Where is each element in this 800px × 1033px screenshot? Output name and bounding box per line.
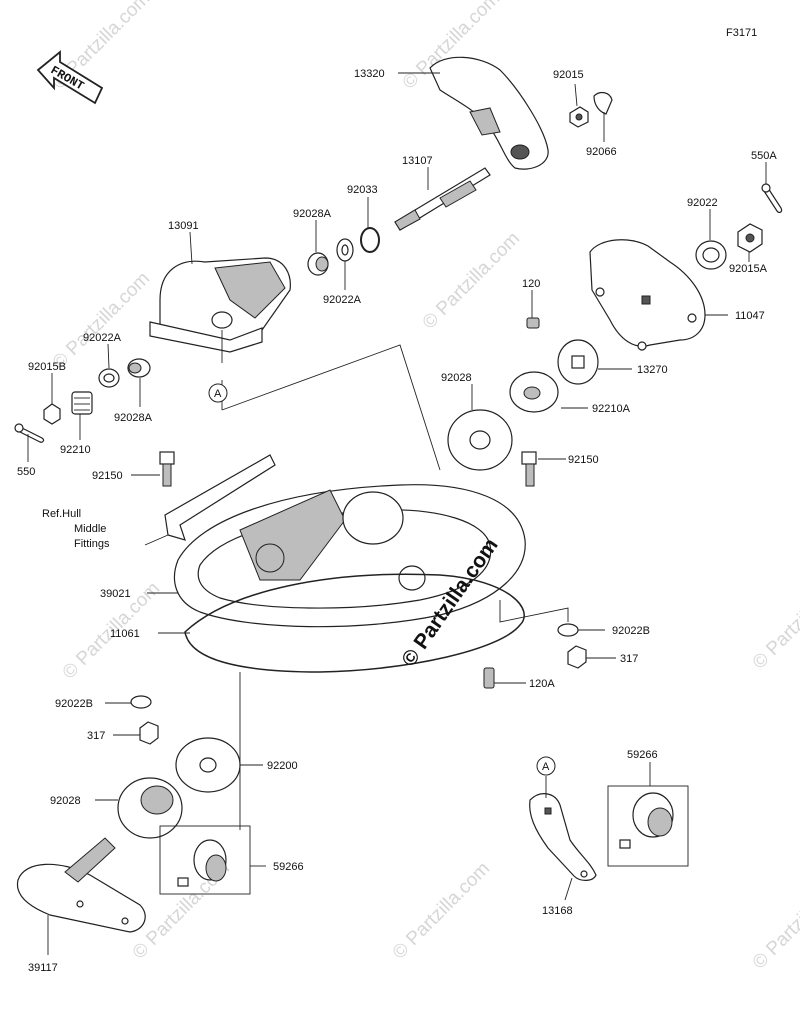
label-550: 550 [17,466,35,478]
part-92028A-bushing-top [307,252,329,276]
part-92200-washer [175,737,241,793]
label-92066: 92066 [586,146,617,158]
label-92028-low: 92028 [50,795,81,807]
part-92028A-bushing-left [127,358,151,378]
part-39021-base-cover [173,484,526,628]
part-92028-bushing-mid [447,409,513,471]
label-92210A: 92210A [592,403,631,415]
part-39117-lever-arm [16,837,146,933]
label-39117: 39117 [28,962,58,974]
label-13091: 13091 [168,220,199,232]
part-317-nut-left [139,721,159,745]
part-11061-gasket [184,573,525,673]
label-92028A-left: 92028A [114,412,153,424]
label-92150-left: 92150 [92,470,123,482]
part-13320-handle-cover [429,56,549,170]
callout-a-right-label: A [542,761,550,773]
watermark-7: © Partzilla.com [389,858,494,963]
part-92210-bolt [71,391,93,415]
part-92022B-washer-left [130,695,152,709]
watermark-9: © Partzilla.com [749,868,800,973]
label-550A: 550A [751,150,777,162]
part-92022A-washer-left [98,368,120,388]
part-92022B-washer-right [557,623,579,637]
part-11047-plate [589,239,706,351]
ref-note-line-3: Fittings [74,538,110,550]
ref-note-line-2: Middle [74,523,106,535]
label-92015: 92015 [553,69,584,81]
leader-lines [27,72,767,955]
label-11061: 11061 [110,628,140,640]
label-92015B: 92015B [28,361,66,373]
label-92022B-left: 92022B [55,698,93,710]
label-317-left: 317 [87,730,105,742]
label-92150-right: 92150 [568,454,599,466]
label-13168: 13168 [542,905,573,917]
part-317-nut-right [567,645,587,669]
figure-code: F3171 [726,27,757,39]
label-92015A: 92015A [729,263,768,275]
label-92022B-right: 92022B [612,625,650,637]
callout-a-left: A [208,383,228,403]
label-92028A-top: 92028A [293,208,332,220]
part-92210A-cup [509,371,559,413]
ref-hull-note: Ref.Hull Middle Fittings [42,508,110,550]
label-39021: 39021 [100,588,131,600]
label-92022: 92022 [687,197,718,209]
label-120: 120 [522,278,540,290]
label-13270: 13270 [637,364,668,376]
part-120-screw [526,317,540,329]
part-59266-stopper-left [177,839,227,887]
part-13270-disc [557,339,599,385]
label-13320: 13320 [354,68,385,80]
label-59266-right: 59266 [627,749,658,761]
part-13091-steering-housing [149,257,291,353]
watermark-3: © Partzilla.com [49,268,154,373]
label-13107: 13107 [402,155,433,167]
label-92022A-top: 92022A [323,294,362,306]
label-92022A-left: 92022A [83,332,122,344]
part-13168-bracket [529,793,597,881]
label-92033: 92033 [347,184,378,196]
label-59266-left: 59266 [273,861,304,873]
part-92015A-nut [737,223,763,253]
label-11047: 11047 [735,310,765,322]
label-92210: 92210 [60,444,91,456]
detail-box-59266-left [159,825,251,895]
watermark-4: © Partzilla.com [419,228,524,333]
callout-a-left-label: A [214,388,222,400]
part-59266-stopper-right [619,792,674,849]
part-550A-cotter-pin [761,183,783,214]
part-92150-bolt-left [159,451,175,487]
part-92015B-nut [43,403,61,425]
callout-a-right: A [536,756,556,776]
label-92200: 92200 [267,760,298,772]
part-120A-screw [483,667,495,689]
watermark-6: © Partzilla.com [749,568,800,673]
label-92028-mid: 92028 [441,372,472,384]
label-317-right: 317 [620,653,638,665]
part-92015-nut [569,106,589,128]
ref-note-line-1: Ref.Hull [42,508,81,520]
part-92150-bolt-right [521,451,537,487]
label-120A: 120A [529,678,555,690]
part-92028-bushing-low [117,777,183,839]
part-number-labels: 13320 92015 92066 550A 13107 92033 92028… [17,68,777,974]
part-92022A-washer-top [336,238,354,262]
part-92022-washer [695,240,727,270]
part-550-cotter-pin [14,423,45,443]
part-92066-clip [593,91,613,115]
detail-box-59266-right [607,785,689,867]
part-92033-circlip [360,227,380,253]
part-13107-shaft [394,167,491,231]
